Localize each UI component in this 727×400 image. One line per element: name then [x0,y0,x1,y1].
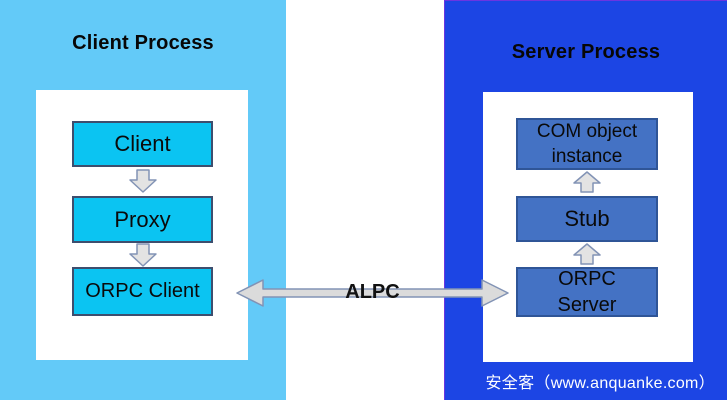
stub-node: Stub [516,196,658,242]
double-headed-arrow-icon [236,279,509,307]
stub-node-label: Stub [564,206,610,232]
com-object-instance-label: COM object instance [536,120,638,167]
alpc-label: ALPC [345,281,400,303]
proxy-node-label: Proxy [114,206,171,232]
alpc-connector: ALPC [236,278,509,308]
watermark-text: 安全客（www.anquanke.com） [485,375,715,392]
up-arrow-icon [573,171,601,193]
com-object-instance-node: COM object instance [516,118,658,170]
orpc-server-node-label: ORPC Server [557,267,617,316]
down-arrow-icon [129,169,157,193]
orpc-server-node: ORPC Server [516,267,658,317]
up-arrow-icon [573,243,601,265]
client-node-label: Client [114,131,171,157]
server-process-title: Server Process [511,41,661,63]
proxy-node: Proxy [72,196,213,243]
orpc-client-node: ORPC Client [72,267,213,316]
client-process-title: Client Process [72,32,214,54]
client-node: Client [72,121,213,167]
down-arrow-icon [129,243,157,267]
orpc-client-node-label: ORPC Client [85,280,200,303]
